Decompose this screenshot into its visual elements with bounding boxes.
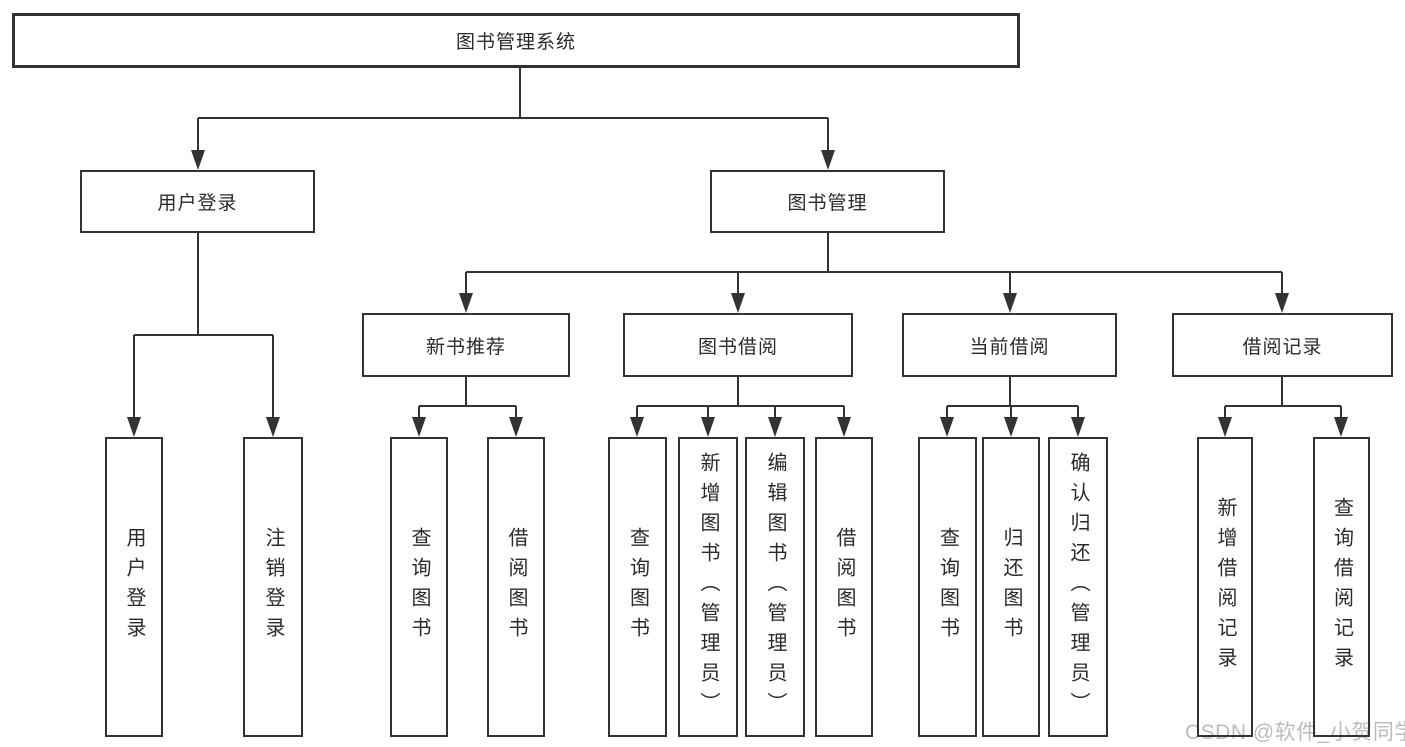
- leaf-label: 借阅图书: [833, 527, 855, 647]
- leaf-label: 归还图书: [1000, 527, 1022, 647]
- leaf-query-books-recommend: 查询图书: [390, 437, 448, 737]
- node-current-borrowing: 当前借阅: [902, 313, 1117, 377]
- leaf-label: 查询图书: [626, 527, 649, 647]
- leaf-label: 新增借阅记录: [1214, 497, 1236, 677]
- watermark: CSDN @软件_小贺同学: [1185, 721, 1405, 744]
- leaf-edit-books-admin: 编辑图书（管理员）: [745, 437, 805, 737]
- connector-path: [133, 68, 1342, 423]
- leaf-label: 查询图书: [936, 527, 959, 647]
- leaf-logout: 注销登录: [243, 437, 303, 737]
- leaf-label: 借阅图书: [505, 527, 527, 647]
- node-borrowing-records: 借阅记录: [1172, 313, 1393, 377]
- leaf-query-books-borrow: 查询图书: [608, 437, 667, 737]
- node-label: 新书推荐: [425, 336, 506, 358]
- leaf-query-books-current: 查询图书: [918, 437, 977, 737]
- node-library-management-system: 图书管理系统: [12, 13, 1020, 68]
- node-new-book-recommendation: 新书推荐: [362, 313, 570, 377]
- leaf-confirm-return-admin: 确认归还（管理员）: [1048, 437, 1108, 737]
- node-label: 用户登录: [157, 193, 238, 214]
- node-book-management: 图书管理: [710, 170, 945, 233]
- node-label: 图书借阅: [697, 336, 778, 358]
- leaf-label: 注销登录: [262, 527, 284, 647]
- leaf-label: 用户登录: [123, 527, 145, 647]
- node-label: 借阅记录: [1242, 336, 1323, 358]
- arrowheads: [127, 150, 1348, 437]
- leaf-borrow-books: 借阅图书: [815, 437, 873, 737]
- leaf-user-login: 用户登录: [105, 437, 163, 737]
- leaf-return-books: 归还图书: [982, 437, 1040, 737]
- leaf-borrow-books-recommend: 借阅图书: [487, 437, 545, 737]
- leaf-label: 查询借阅记录: [1330, 497, 1353, 677]
- leaf-add-books-admin: 新增图书（管理员）: [678, 437, 738, 737]
- leaf-query-borrow-record: 查询借阅记录: [1313, 437, 1370, 737]
- node-book-borrowing: 图书借阅: [623, 313, 853, 377]
- leaf-label: 编辑图书（管理员）: [764, 452, 786, 722]
- node-label: 图书管理系统: [455, 32, 576, 53]
- leaf-label: 查询图书: [408, 527, 430, 647]
- node-user-login: 用户登录: [80, 170, 315, 233]
- leaf-add-borrow-record: 新增借阅记录: [1197, 437, 1253, 737]
- node-label: 当前借阅: [969, 336, 1050, 358]
- leaf-label: 确认归还（管理员）: [1067, 452, 1089, 722]
- node-label: 图书管理: [787, 193, 868, 214]
- leaf-label: 新增图书（管理员）: [697, 452, 719, 722]
